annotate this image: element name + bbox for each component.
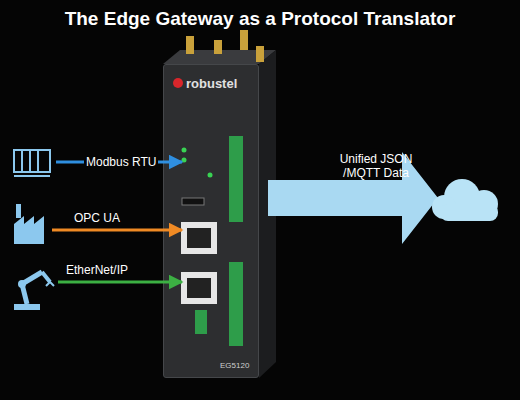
cloud-icon [432,179,498,221]
antenna-connector [214,40,222,54]
antenna-connector [186,36,194,54]
protocol-label: OPC UA [72,211,122,225]
output-label: Unified JSON /MQTT Data [326,152,426,180]
ethernet-port [181,272,217,304]
sim-slot [182,198,204,205]
opcua-arrow [52,229,182,232]
ethernet-port [187,228,211,248]
terminal-block [229,136,243,222]
logo-mark [173,78,183,88]
brand-logo: robustel [186,76,237,91]
status-led [182,158,187,163]
protocol-label: Modbus RTU [84,155,158,169]
protocol-label: EtherNet/IP [64,263,130,277]
diagram-title: The Edge Gateway as a Protocol Translato… [0,8,520,30]
plc-icon [14,150,50,176]
antenna-connector [240,30,248,50]
gateway-device: robustelEG5120 [163,64,259,378]
output-arrow [268,152,438,244]
factory-icon [14,204,44,244]
power-terminal [195,310,207,334]
ethernet-port [187,278,211,298]
status-led [182,148,187,153]
status-led [208,173,213,178]
ethernetip-arrow [58,281,182,284]
model-number: EG5120 [220,361,249,370]
ethernet-port [181,222,217,254]
robot-arm-icon [14,272,54,310]
terminal-block [229,262,243,346]
antenna-connector [256,46,264,62]
